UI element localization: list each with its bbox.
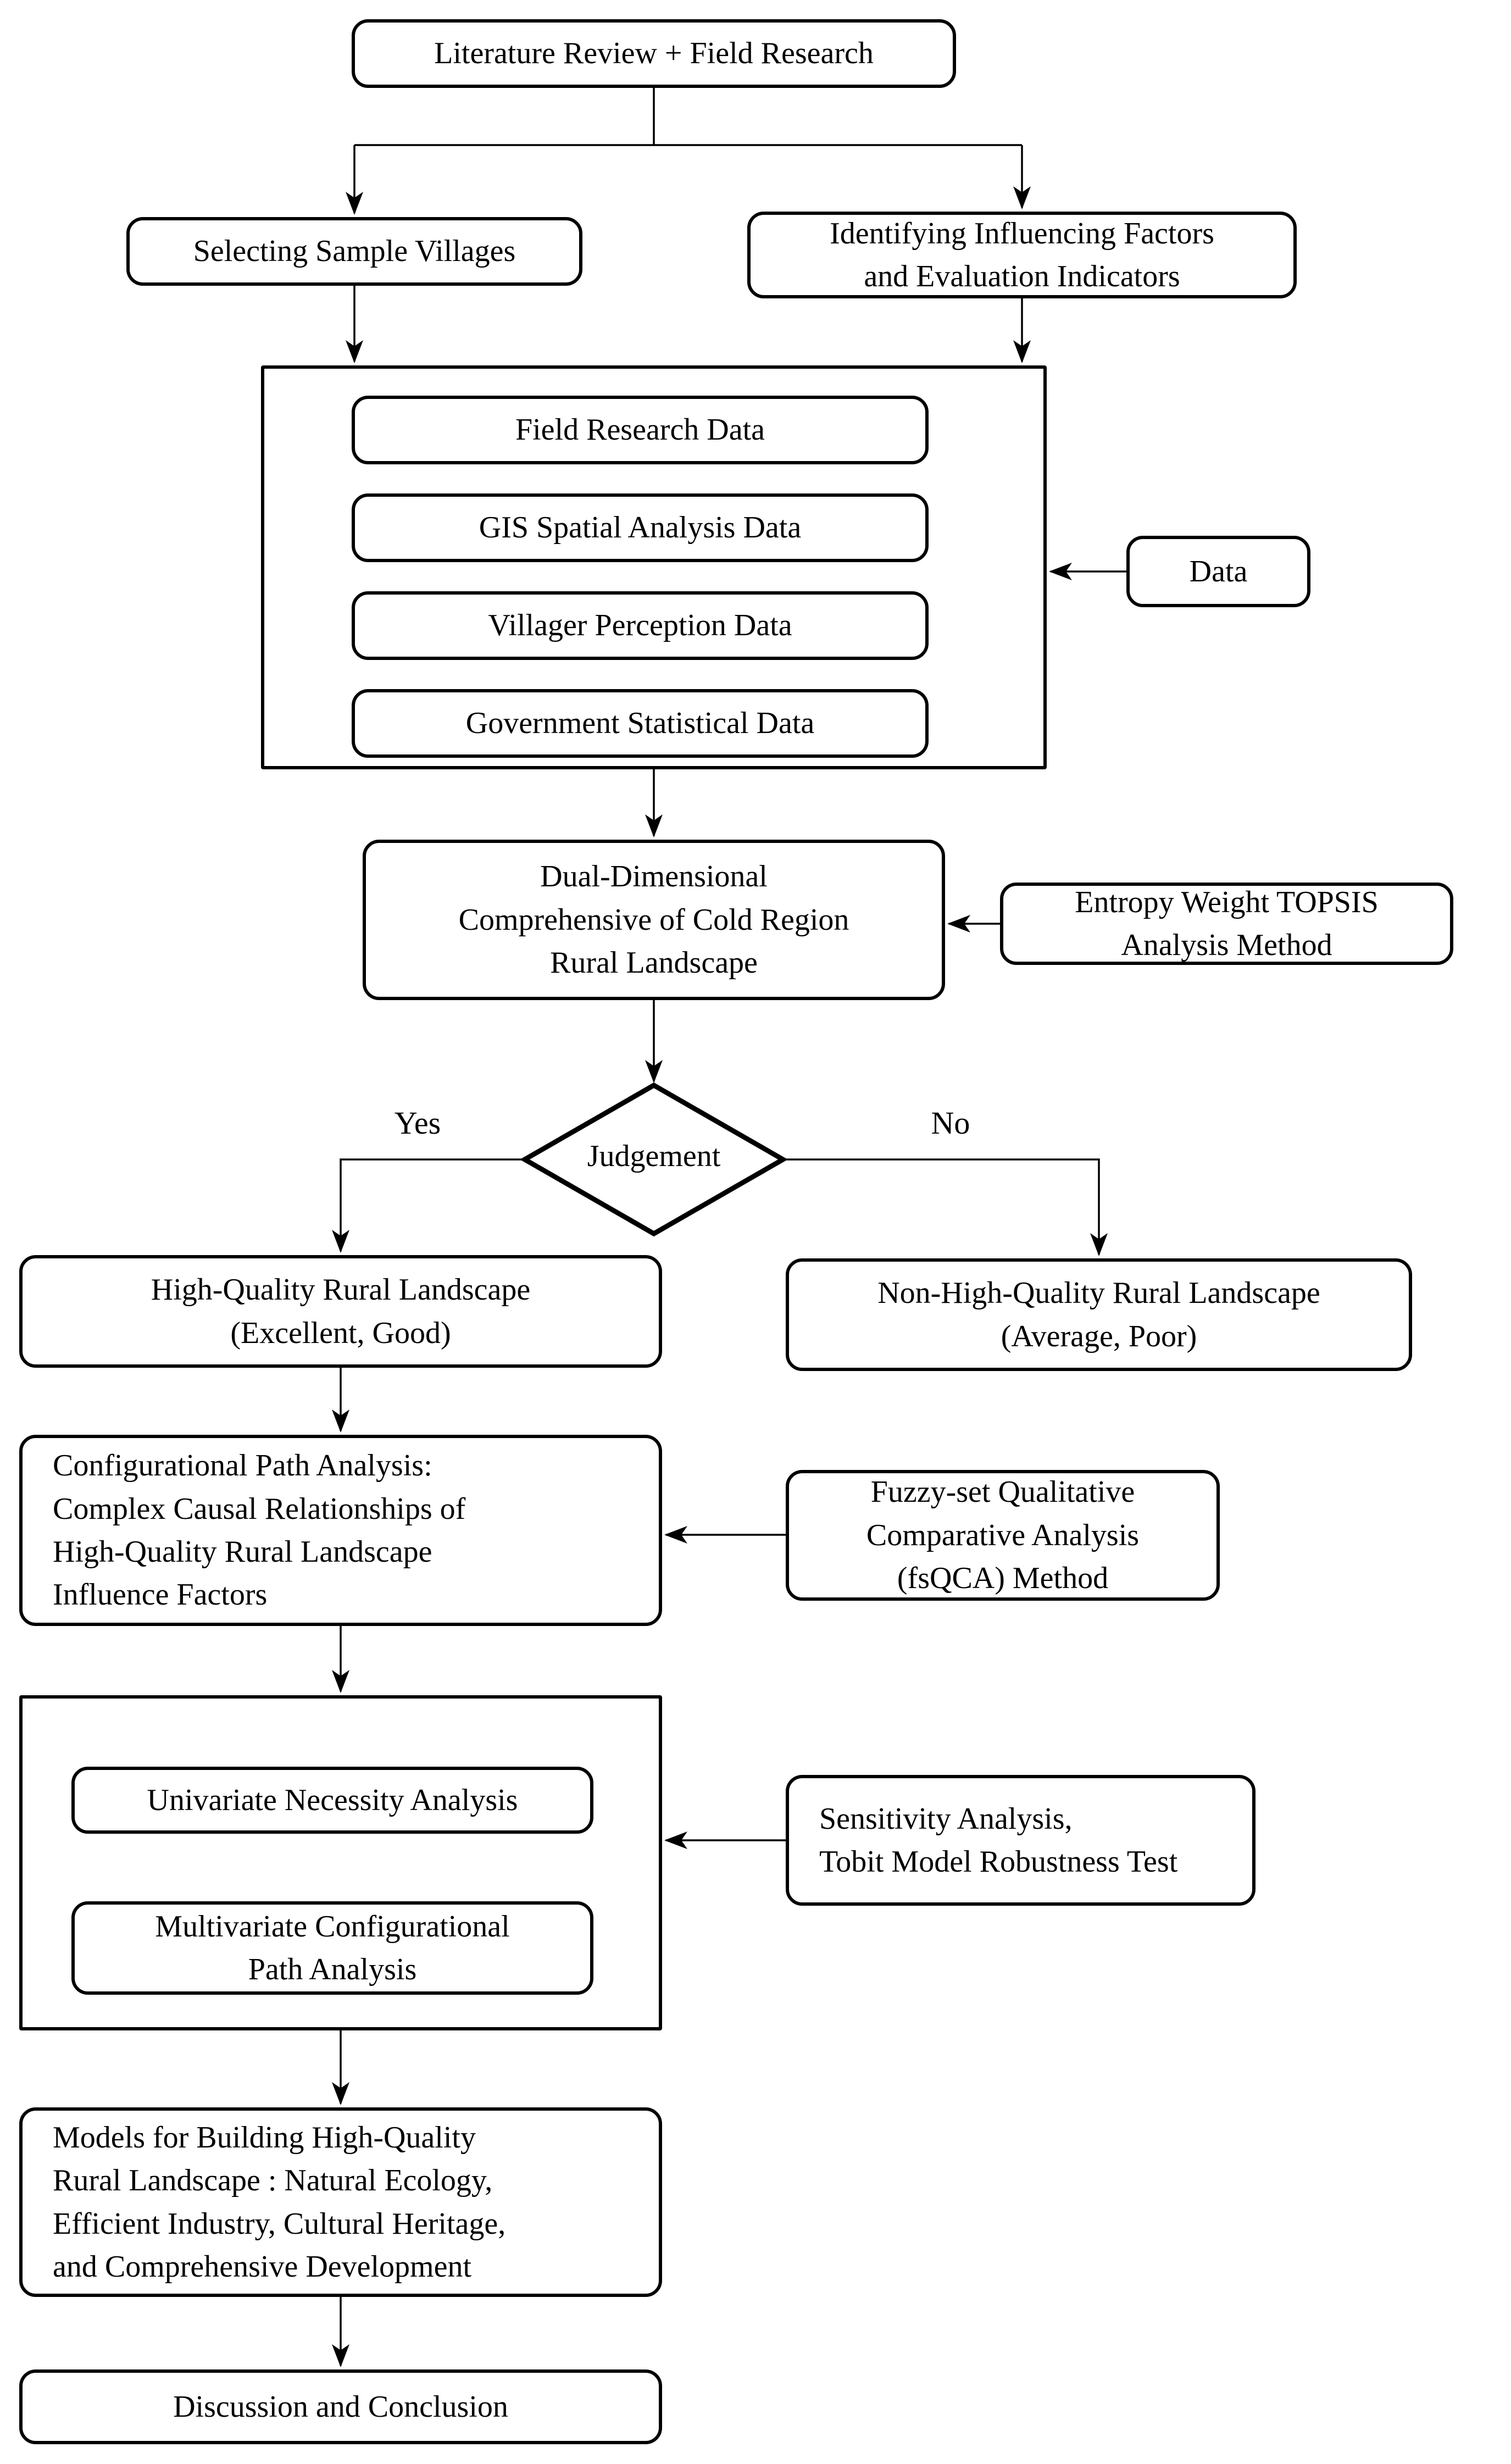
node-gis-spatial-data: GIS Spatial Analysis Data [352, 493, 929, 562]
node-label: Sensitivity Analysis, Tobit Model Robust… [819, 1801, 1178, 1879]
node-label: Entropy Weight TOPSIS Analysis Method [1075, 885, 1379, 962]
node-label: Selecting Sample Villages [193, 234, 516, 269]
node-non-high-quality-landscape: Non-High-Quality Rural Landscape (Averag… [786, 1258, 1412, 1371]
node-selecting-sample-villages: Selecting Sample Villages [126, 217, 582, 286]
node-fsqca-method: Fuzzy-set Qualitative Comparative Analys… [786, 1470, 1220, 1601]
node-label: Models for Building High-Quality Rural L… [53, 2120, 506, 2284]
node-villager-perception-data: Villager Perception Data [352, 591, 929, 660]
node-label: Villager Perception Data [488, 608, 792, 643]
branch-label-yes: Yes [394, 1105, 441, 1141]
node-high-quality-landscape: High-Quality Rural Landscape (Excellent,… [19, 1255, 662, 1368]
node-label: Field Research Data [515, 413, 765, 447]
node-label: GIS Spatial Analysis Data [479, 510, 802, 545]
edge-no-to-nonhigh [783, 1158, 1108, 1256]
node-label: Univariate Necessity Analysis [147, 1783, 518, 1817]
node-label: High-Quality Rural Landscape (Excellent,… [151, 1273, 531, 1350]
node-label: Non-High-Quality Rural Landscape (Averag… [877, 1276, 1320, 1353]
branch-label-no: No [931, 1105, 970, 1141]
node-sensitivity-robustness-test: Sensitivity Analysis, Tobit Model Robust… [786, 1775, 1256, 1906]
node-label: Literature Review + Field Research [434, 36, 874, 71]
node-label: Data [1189, 554, 1248, 589]
node-entropy-topsis-method: Entropy Weight TOPSIS Analysis Method [1000, 883, 1453, 965]
node-configurational-path-analysis: Configurational Path Analysis: Complex C… [19, 1435, 662, 1626]
node-multivariate-configurational-path: Multivariate Configurational Path Analys… [71, 1901, 593, 1995]
node-data: Data [1126, 536, 1310, 607]
node-label: Fuzzy-set Qualitative Comparative Analys… [866, 1475, 1140, 1596]
node-government-statistical-data: Government Statistical Data [352, 689, 929, 758]
node-identifying-factors: Identifying Influencing Factors and Eval… [747, 212, 1297, 298]
node-literature-review: Literature Review + Field Research [352, 19, 956, 88]
node-discussion-conclusion: Discussion and Conclusion [19, 2369, 662, 2444]
node-label: Discussion and Conclusion [173, 2389, 508, 2424]
node-label: Dual-Dimensional Comprehensive of Cold R… [458, 859, 849, 980]
node-judgement-label: Judgement [587, 1139, 721, 1173]
node-label: Configurational Path Analysis: Complex C… [53, 1449, 466, 1612]
node-label: Multivariate Configurational Path Analys… [155, 1909, 510, 1986]
node-dual-dimensional-evaluation: Dual-Dimensional Comprehensive of Cold R… [363, 840, 945, 1000]
node-label: Government Statistical Data [465, 706, 815, 741]
node-models-for-building: Models for Building High-Quality Rural L… [19, 2107, 662, 2297]
node-univariate-necessity-analysis: Univariate Necessity Analysis [71, 1767, 593, 1834]
edge-yes-to-high [332, 1158, 525, 1253]
node-field-research-data: Field Research Data [352, 396, 929, 464]
node-label: Identifying Influencing Factors and Eval… [830, 216, 1214, 293]
